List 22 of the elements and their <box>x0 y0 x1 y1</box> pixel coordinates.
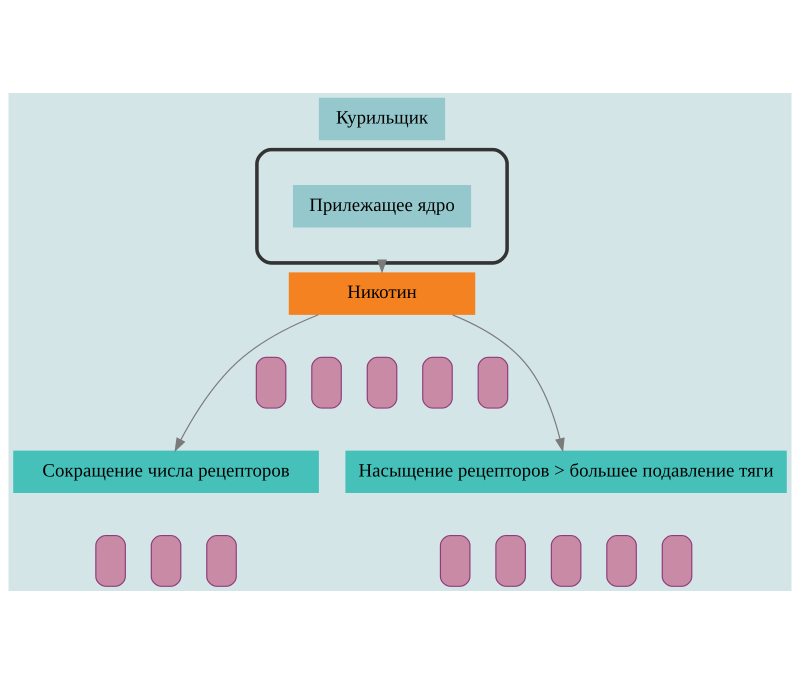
node-bar <box>150 534 182 586</box>
node-bar <box>478 356 508 408</box>
node-bar <box>95 534 126 586</box>
arrow <box>174 314 318 452</box>
node-bar <box>256 356 286 408</box>
arrow <box>377 258 387 274</box>
node-bar <box>422 356 453 408</box>
node-bar <box>206 534 237 586</box>
node-box: Никотин <box>288 272 476 314</box>
node-box: Курильщик <box>318 97 446 140</box>
node-box: Прилежащее ядро <box>292 184 472 228</box>
node-bar <box>662 534 692 586</box>
node-bar <box>440 534 470 586</box>
node-bar <box>366 356 398 408</box>
cluster <box>255 147 509 264</box>
arrow <box>452 314 565 452</box>
node-bar <box>495 534 526 586</box>
node-bar <box>550 534 582 586</box>
node-bar <box>311 356 342 408</box>
node-bar <box>606 534 637 586</box>
node-box: Насыщение рецепторов > большее подавление тяги <box>345 450 787 493</box>
node-box: Сокращение числа рецепторов <box>13 450 319 493</box>
